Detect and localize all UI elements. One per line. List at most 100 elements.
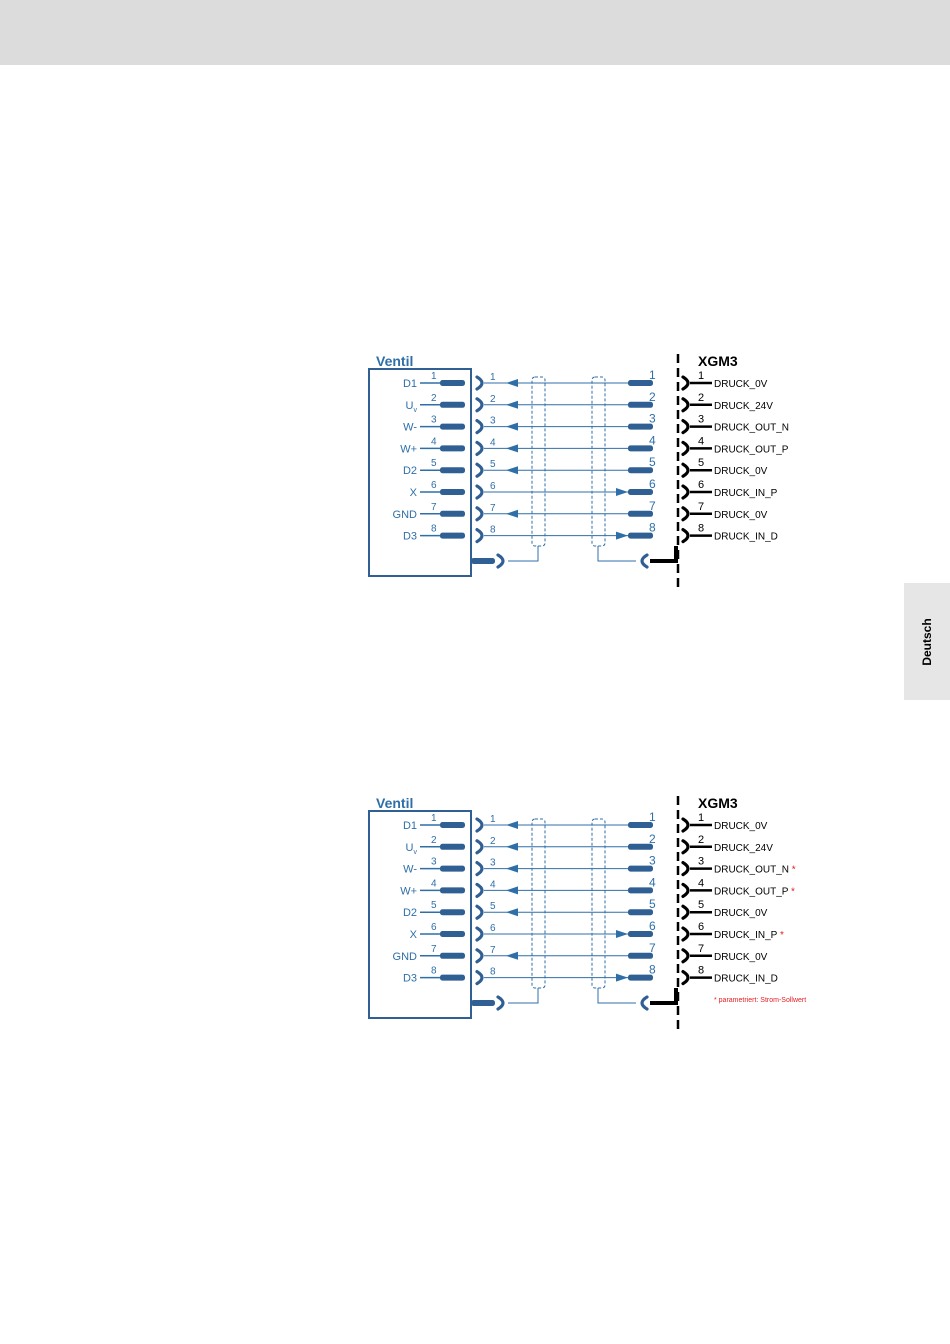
cable-plug-pin: [628, 974, 653, 981]
cable-left-number: 3: [490, 858, 496, 869]
valve-pin-label: W+: [400, 443, 417, 455]
cable-shield-right: [591, 818, 606, 989]
controller-title: XGM3: [698, 353, 738, 369]
controller-signal-name: DRUCK_0V: [714, 466, 768, 477]
valve-pin-subscript: v: [414, 407, 418, 414]
cable-right-number: 2: [649, 832, 656, 846]
cable-plug-pin: [628, 532, 653, 539]
valve-box: [368, 368, 472, 577]
controller-socket: [681, 484, 690, 500]
controller-signal-name: DRUCK_IN_P: [714, 488, 778, 499]
valve-connector-pin: [440, 974, 465, 981]
valve-pin-number: 5: [431, 458, 437, 469]
cable-socket-left: [475, 419, 484, 435]
valve-pin-label: D1: [403, 378, 417, 390]
valve-pin-number: 6: [431, 922, 437, 933]
cable-left-number: 2: [490, 836, 496, 847]
valve-pin-label: Uv: [406, 842, 418, 856]
signal-arrow-right: [616, 488, 628, 496]
controller-signal-label: DRUCK_OUT_N: [714, 423, 789, 434]
controller-socket: [681, 528, 690, 544]
cable-socket-left: [475, 484, 484, 500]
valve-pin-name: D3: [403, 531, 417, 543]
valve-title: Ventil: [376, 795, 413, 811]
valve-pin-number: 4: [431, 878, 437, 889]
cable-plug-pin: [628, 401, 653, 408]
cable-plug-pin: [628, 380, 653, 386]
valve-pin-number: 2: [431, 393, 437, 404]
controller-signal-label: DRUCK_24V: [714, 401, 773, 412]
controller-socket: [681, 440, 690, 456]
valve-pin-number: 2: [431, 835, 437, 846]
cable-left-number: 4: [490, 437, 496, 448]
shield-drain-right: [597, 988, 636, 1004]
valve-pin-name: W+: [400, 443, 417, 455]
cable-plug-pin: [628, 822, 653, 828]
controller-socket: [681, 506, 690, 522]
language-tab-label: Deutsch: [920, 617, 934, 666]
valve-pin-number: 1: [431, 371, 437, 382]
cable-right-number: 6: [649, 919, 656, 933]
valve-pin-name: U: [406, 400, 414, 412]
controller-pin-number: 5: [698, 899, 704, 911]
controller-signal-name: DRUCK_0V: [714, 379, 768, 390]
valve-pin-name: W-: [403, 864, 417, 876]
cable-plug-pin: [628, 952, 653, 959]
controller-pin-number: 7: [698, 943, 704, 955]
cable-left-number: 3: [490, 416, 496, 427]
cable-plug-pin: [628, 865, 653, 872]
signal-arrow-right: [616, 930, 628, 938]
language-tab[interactable]: Deutsch: [904, 583, 950, 700]
cable-socket-left: [475, 948, 484, 964]
controller-signal-label: DRUCK_0V: [714, 379, 768, 390]
controller-socket: [681, 926, 690, 942]
cable-shield-right: [591, 376, 606, 547]
cable-right-number: 1: [649, 368, 656, 382]
cable-shield-left: [531, 376, 546, 547]
signal-arrow-left: [506, 509, 518, 518]
cable-socket-left: [475, 375, 484, 391]
shield-valve-pin: [471, 558, 495, 564]
controller-pin-number: 3: [698, 856, 704, 868]
cable-socket-left: [475, 970, 484, 986]
controller-pin-number: 5: [698, 457, 704, 469]
cable-left-number: 6: [490, 481, 496, 492]
controller-socket: [681, 861, 690, 877]
signal-arrow-left: [506, 379, 518, 387]
valve-connector-pin: [440, 380, 465, 386]
controller-pin-number: 1: [698, 370, 704, 382]
valve-pin-label: W-: [403, 422, 417, 434]
controller-pin-number: 6: [698, 479, 704, 491]
cable-left-number: 6: [490, 923, 496, 934]
controller-socket: [681, 375, 690, 391]
cable-plug-pin: [628, 909, 653, 916]
controller-socket: [681, 839, 690, 855]
controller-signal-name: DRUCK_IN_D: [714, 532, 778, 543]
controller-signal-name: DRUCK_0V: [714, 510, 768, 521]
valve-pin-name: D2: [403, 465, 417, 477]
shield-drain-left: [508, 546, 539, 562]
signal-arrow-left: [506, 444, 518, 453]
cable-right-number: 3: [649, 412, 656, 426]
cable-left-number: 2: [490, 394, 496, 405]
controller-signal-label: DRUCK_0V: [714, 510, 768, 521]
valve-connector-pin: [440, 865, 465, 872]
valve-pin-name: W+: [400, 885, 417, 897]
controller-socket: [681, 419, 690, 435]
cable-socket-left: [475, 462, 484, 478]
cable-plug-pin: [628, 931, 653, 937]
parameter-marker: *: [788, 886, 795, 897]
shield-socket-controller: [640, 553, 649, 569]
controller-pin-number: 6: [698, 921, 704, 933]
valve-pin-name: D1: [403, 378, 417, 390]
valve-pin-subscript: v: [414, 849, 418, 856]
signal-arrow-left: [506, 886, 518, 895]
controller-pin-number: 4: [698, 435, 704, 447]
controller-signal-name: DRUCK_OUT_N: [714, 423, 789, 434]
